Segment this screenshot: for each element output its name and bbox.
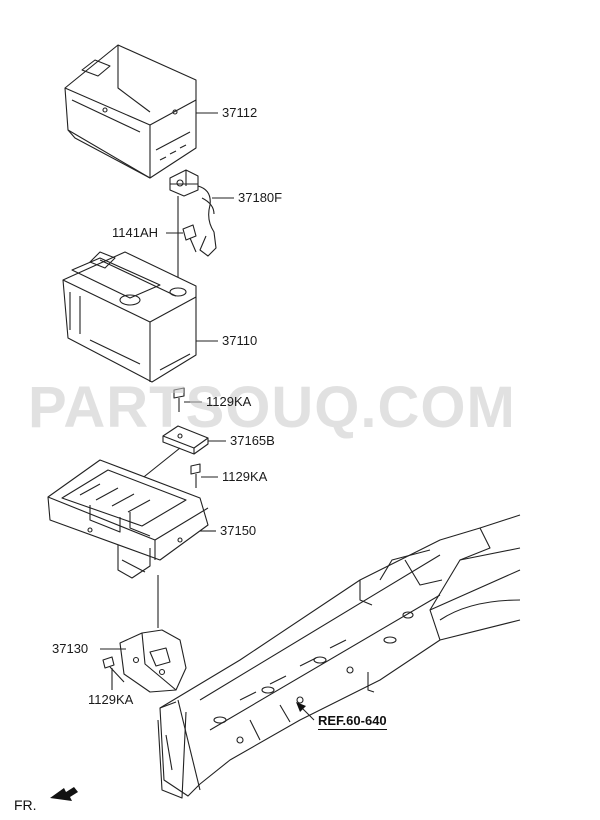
label-battery-tray-cover[interactable]: 37112 [222,105,258,120]
bracket-37165b-drawing [162,425,209,455]
label-bracket[interactable]: 37165B [230,433,275,448]
bolt-mid-drawing [190,463,201,488]
label-battery[interactable]: 37110 [222,333,258,348]
front-direction-arrow-icon [50,787,78,801]
label-battery-cable[interactable]: 37180F [238,190,283,205]
reference-label[interactable]: REF.60-640 [318,713,387,730]
bolt-top-drawing [173,387,185,412]
front-frame-drawing [157,514,521,799]
tray-bracket-drawing [119,629,187,693]
battery-drawing [62,251,197,383]
battery-cover-drawing [64,44,197,179]
battery-cable-drawing [169,169,217,257]
label-bolt-mid[interactable]: 1129KA [222,469,268,484]
front-direction-label: FR. [14,797,37,813]
battery-tray-drawing [47,459,209,579]
label-battery-tray[interactable]: 37150 [220,523,257,538]
label-bolt-bottom[interactable]: 1129KA [88,692,134,707]
label-tray-bracket[interactable]: 37130 [52,641,89,656]
label-bolt-top[interactable]: 1129KA [206,394,252,409]
label-bolt-cable[interactable]: 1141AH [112,225,159,240]
bolt-bottom-drawing [102,656,125,690]
bolt-1141ah-drawing [182,224,197,253]
